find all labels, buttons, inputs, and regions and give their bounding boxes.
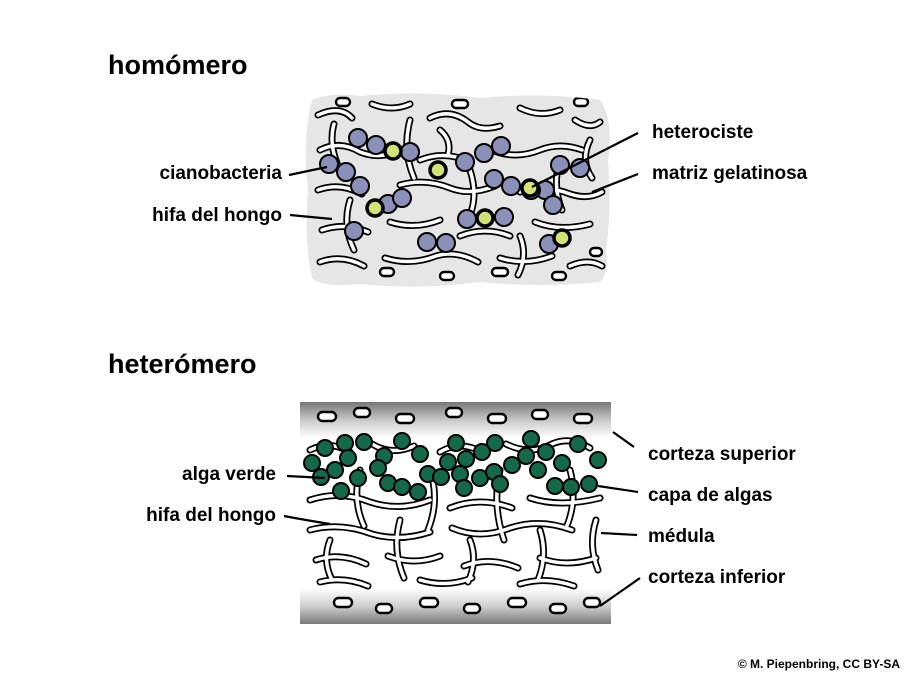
heteromero-thallus: [300, 402, 611, 624]
label-alga-verde: alga verde: [182, 464, 276, 485]
label-matriz-gelatinosa: matriz gelatinosa: [652, 163, 808, 184]
heterocysts: [365, 141, 572, 248]
label-heterociste: heterociste: [652, 122, 754, 143]
heteromero-leader-lines: [283, 431, 641, 607]
homomero-leader-lines: [288, 132, 639, 221]
label-medula: médula: [648, 526, 715, 547]
label-hifa-del-hongo-homomero: hifa del hongo: [152, 205, 282, 226]
label-corteza-superior: corteza superior: [648, 444, 796, 465]
title-homomero: homómero: [108, 50, 248, 80]
copyright-credit: © M. Piepenbring, CC BY-SA: [737, 657, 900, 671]
cyanobacteria-chains: [319, 128, 590, 254]
title-heteromero: heterómero: [108, 349, 257, 379]
label-corteza-inferior: corteza inferior: [648, 567, 786, 588]
green-algae-layer: [303, 430, 607, 501]
homomero-thallus: [305, 93, 610, 287]
label-cianobacteria: cianobacteria: [159, 163, 283, 184]
label-capa-de-algas: capa de algas: [648, 485, 773, 506]
label-hifa-del-hongo-heteromero: hifa del hongo: [146, 505, 276, 526]
